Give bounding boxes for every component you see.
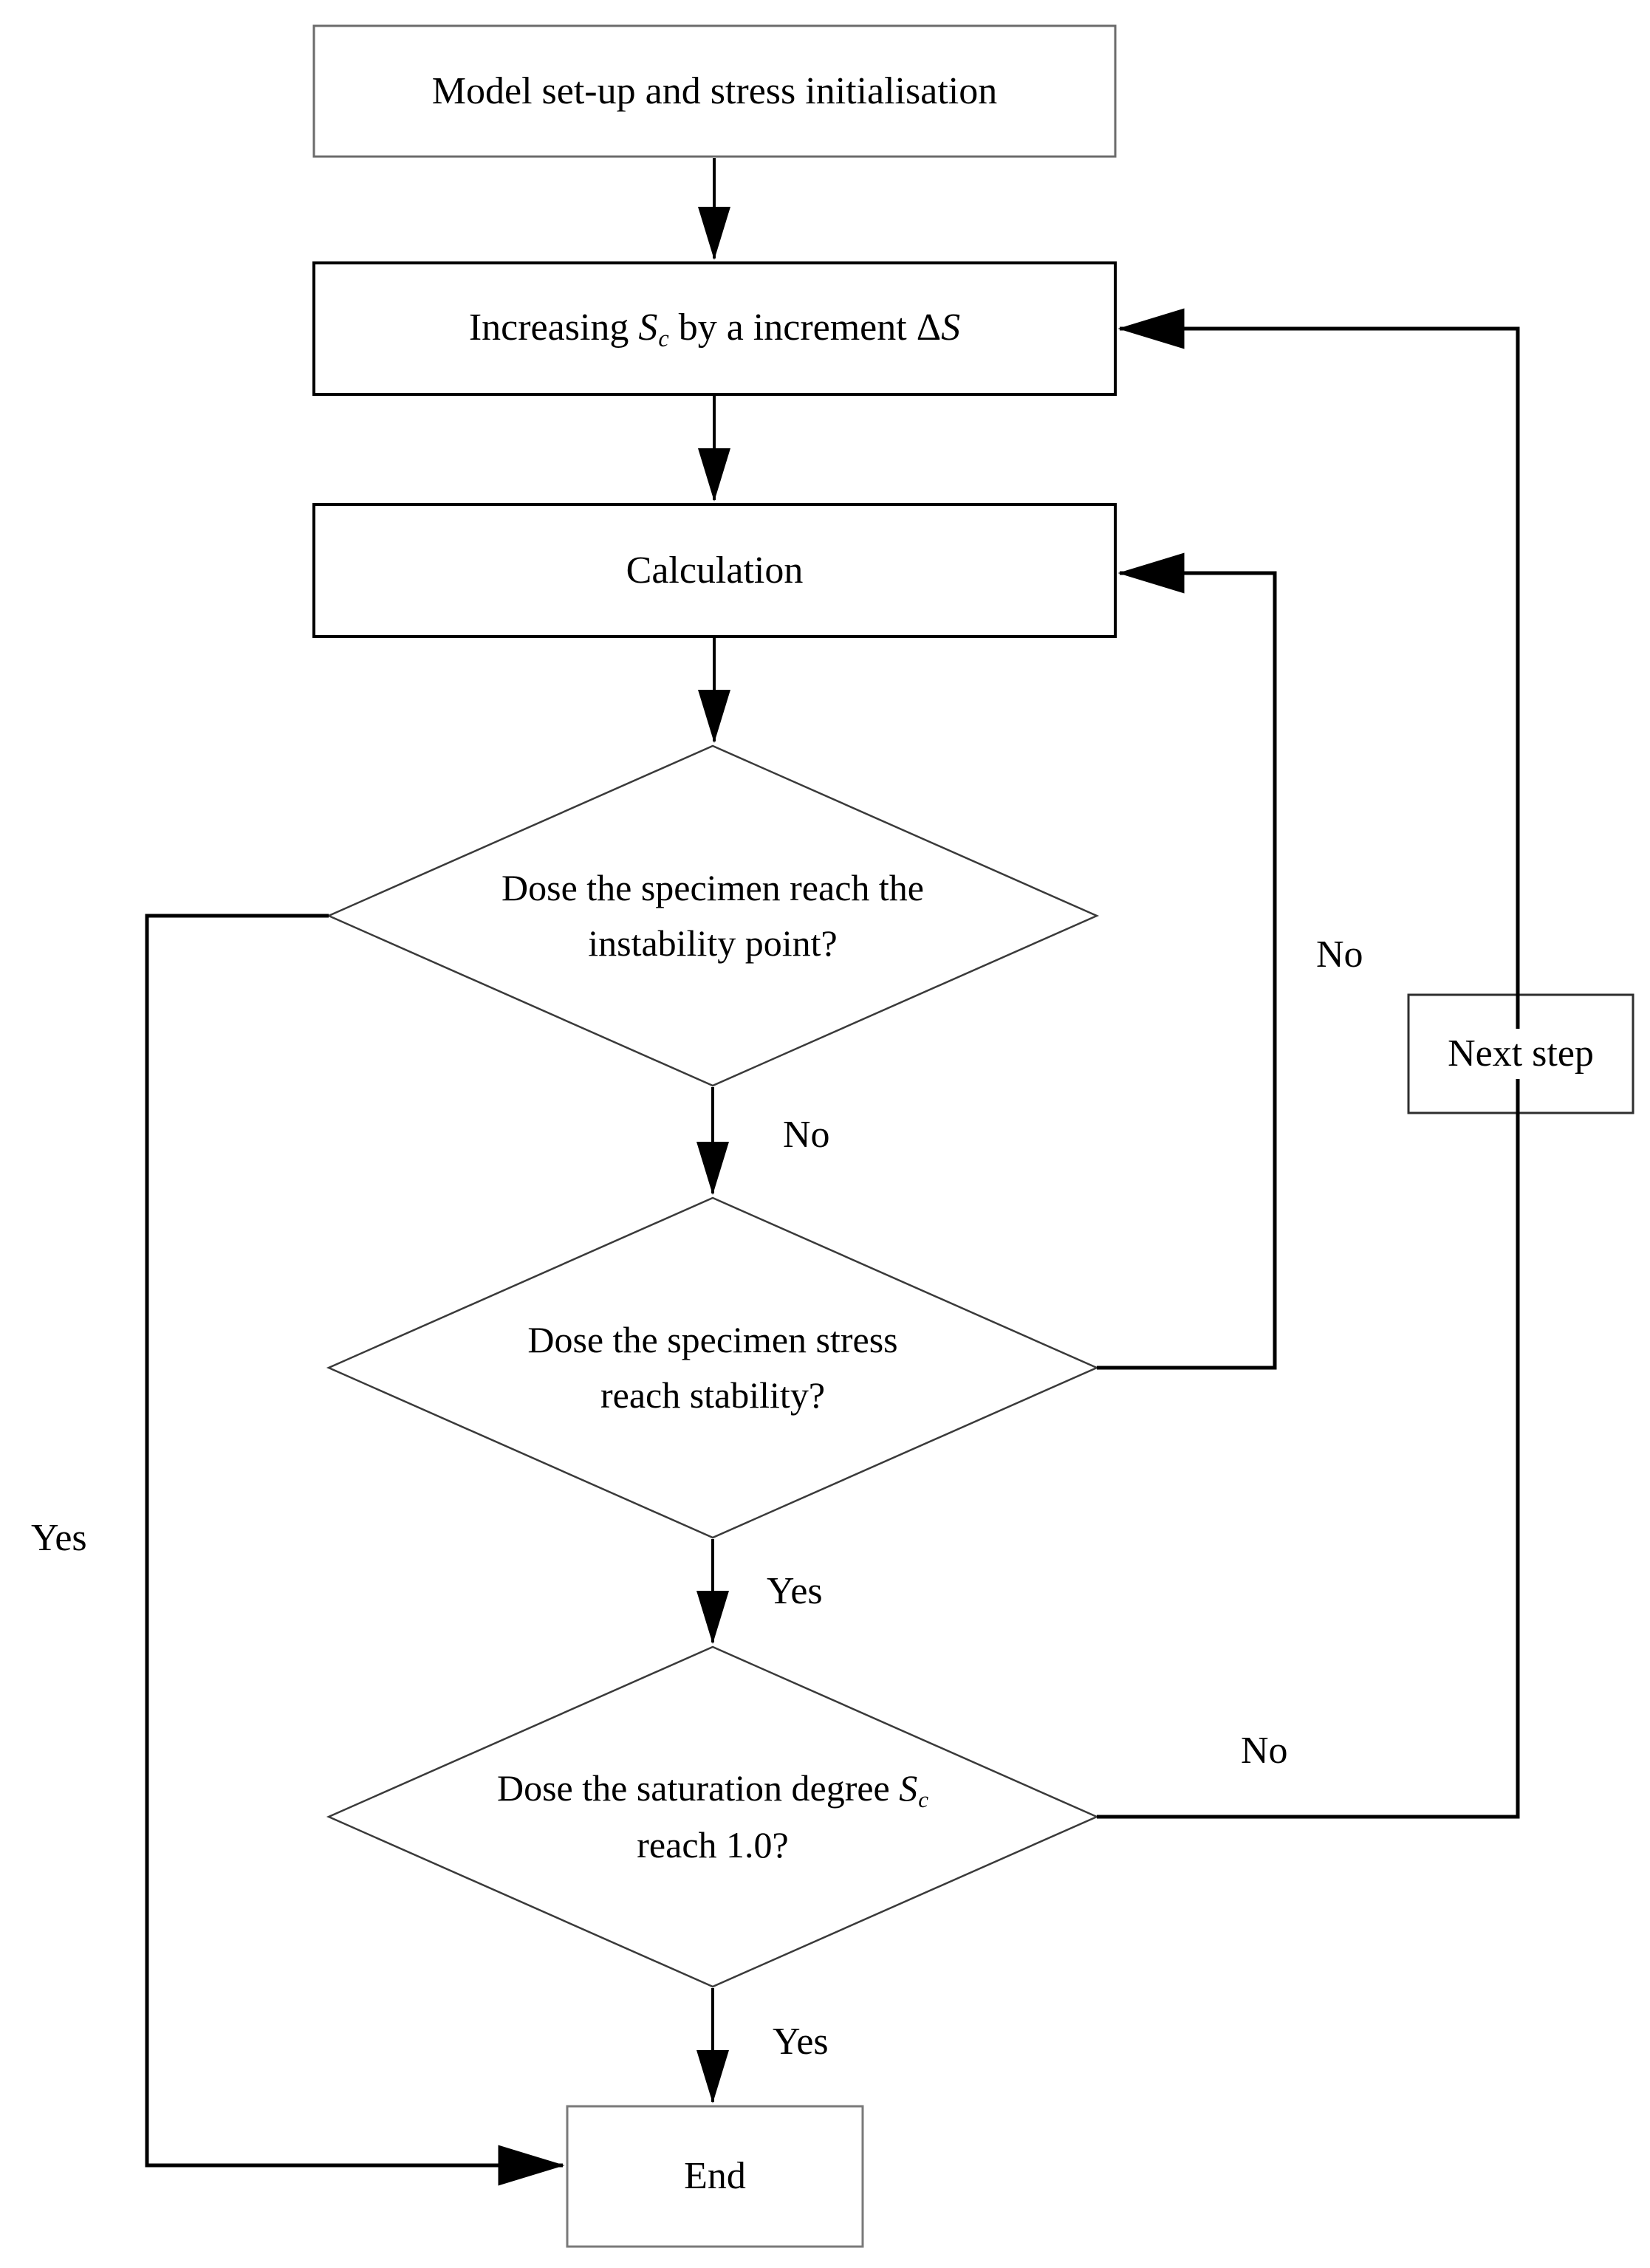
increase-sc-box bbox=[312, 261, 1117, 396]
instability-line2: instability point? bbox=[588, 922, 838, 964]
calculation-box bbox=[312, 503, 1117, 638]
edge-label-yes-saturation: Yes bbox=[773, 2021, 829, 2063]
model-setup-box bbox=[312, 24, 1117, 158]
end-label: End bbox=[684, 2155, 746, 2198]
instability-line1: Dose the specimen reach the bbox=[501, 867, 924, 908]
saturation-decision-label: Dose the saturation degree Sc reach 1.0? bbox=[403, 1743, 1023, 1891]
edge-label-yes-stability: Yes bbox=[767, 1570, 823, 1612]
edge-label-no-stability-loop: No bbox=[1316, 933, 1363, 976]
increase-sc-text-mid: by a increment bbox=[668, 306, 917, 349]
saturation-line1: Dose the saturation degree Sc bbox=[497, 1761, 928, 1817]
increase-sc-text-pre: Increasing bbox=[468, 306, 639, 349]
edge-label-no-instability: No bbox=[783, 1114, 830, 1156]
next-step-label: Next step bbox=[1408, 995, 1633, 1113]
increase-sc-label: Increasing Sc by a increment ΔS bbox=[314, 263, 1115, 394]
increase-sc-var-s2: S bbox=[941, 306, 961, 349]
stability-decision-diamond bbox=[326, 1196, 1100, 1539]
stability-line2: reach stability? bbox=[600, 1374, 826, 1416]
increase-sc-delta: Δ bbox=[916, 306, 942, 349]
saturation-line2: reach 1.0? bbox=[637, 1823, 789, 1866]
instability-decision-diamond bbox=[326, 744, 1100, 1087]
edge-instability-yes-to-end-arrow bbox=[145, 914, 565, 2186]
increase-sc-var-s: S bbox=[638, 306, 658, 349]
instability-decision-label: Dose the specimen reach the instability … bbox=[417, 842, 1008, 990]
stability-line1: Dose the specimen stress bbox=[527, 1319, 898, 1360]
edge-stability-no-to-calculation-arrow bbox=[1097, 552, 1277, 1370]
stability-decision-label: Dose the specimen stress reach stability… bbox=[417, 1294, 1008, 1442]
saturation-var-s: S bbox=[899, 1767, 918, 1809]
calculation-label: Calculation bbox=[626, 549, 804, 592]
saturation-sub-c: c bbox=[918, 1786, 928, 1813]
model-setup-label: Model set-up and stress initialisation bbox=[431, 69, 998, 112]
edge-label-no-saturation-loop: No bbox=[1241, 1730, 1288, 1772]
end-box bbox=[566, 2105, 864, 2248]
edge-label-yes-left: Yes bbox=[31, 1517, 87, 1559]
next-step-text: Next step bbox=[1440, 1029, 1601, 1079]
increase-sc-sub-c: c bbox=[658, 325, 669, 352]
saturation-decision-diamond bbox=[326, 1645, 1100, 1988]
saturation-text-pre: Dose the saturation degree bbox=[496, 1767, 900, 1809]
